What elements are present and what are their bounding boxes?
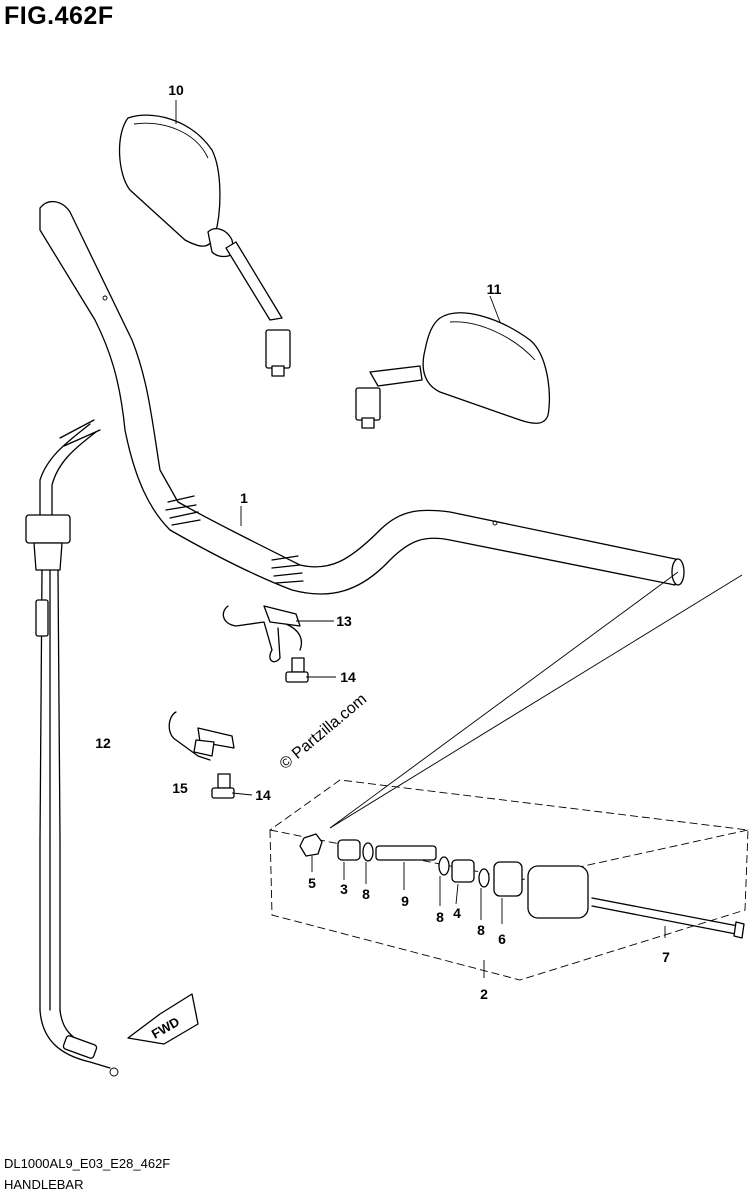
callout-8-a: 8 xyxy=(362,886,370,902)
watermark-text: © Partzilla.com xyxy=(277,691,371,773)
callout-10: 10 xyxy=(168,82,184,98)
callout-8-b: 8 xyxy=(436,909,444,925)
spacer-part-9[interactable] xyxy=(375,845,437,861)
callout-5: 5 xyxy=(308,875,316,891)
left-mirror-part[interactable] xyxy=(118,114,291,377)
callout-15: 15 xyxy=(172,780,188,796)
callout-13: 13 xyxy=(336,613,352,629)
weight-part[interactable] xyxy=(527,865,589,919)
throttle-cable-part[interactable] xyxy=(25,419,119,1077)
bolt-part-lower[interactable] xyxy=(211,773,235,799)
callout-8-c: 8 xyxy=(477,922,485,938)
forward-arrow: FWD xyxy=(127,993,199,1045)
bar-end-assembly[interactable] xyxy=(269,571,749,981)
washer-part-8c[interactable] xyxy=(478,868,490,888)
callout-12: 12 xyxy=(95,735,111,751)
nut-part-5[interactable] xyxy=(299,833,323,857)
figure-name: HANDLEBAR xyxy=(4,1177,84,1192)
callout-14-upper: 14 xyxy=(340,669,356,685)
callout-6: 6 xyxy=(498,931,506,947)
cable-clamp-part[interactable] xyxy=(222,605,303,663)
screw-part-7[interactable] xyxy=(591,897,745,939)
callout-1: 1 xyxy=(240,490,248,506)
callout-4: 4 xyxy=(453,905,461,921)
callout-7: 7 xyxy=(662,949,670,965)
collar-part-3[interactable] xyxy=(337,839,361,861)
callout-11: 11 xyxy=(487,281,502,297)
figure-code: DL1000AL9_E03_E28_462F xyxy=(4,1156,171,1171)
callout-2: 2 xyxy=(480,986,488,1002)
washer-part-8b[interactable] xyxy=(438,856,450,876)
washer-part-8a[interactable] xyxy=(362,842,374,862)
rubber-part-6[interactable] xyxy=(493,861,523,897)
callout-3: 3 xyxy=(340,881,348,897)
cable-clamp-part-lower[interactable] xyxy=(168,711,235,761)
figure-title: FIG.462F xyxy=(4,2,114,30)
collar-part-4[interactable] xyxy=(451,859,475,883)
right-mirror-part[interactable] xyxy=(355,312,551,429)
callout-9: 9 xyxy=(401,893,409,909)
bolt-part-upper[interactable] xyxy=(285,657,309,683)
callout-14-lower: 14 xyxy=(255,787,271,803)
